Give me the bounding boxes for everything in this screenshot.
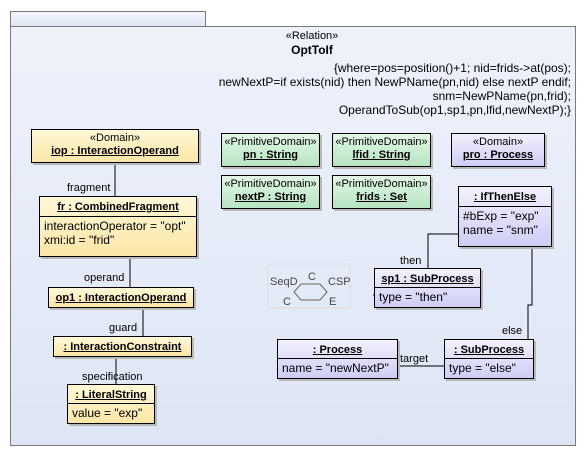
primitive-domain-lfid[interactable]: «PrimitiveDomain» lfid : String: [332, 133, 431, 167]
object-subprocess-sp1-name: sp1 : SubProcess: [381, 273, 474, 285]
where-clause-line-1: {where=pos=position()+1; nid=frids->at(p…: [333, 61, 571, 75]
else-link: [527, 247, 533, 339]
process-attr-name: name = "newNextP": [282, 361, 389, 375]
domain-pro-name: pro : Process: [462, 149, 534, 161]
primitive-domain-pn[interactable]: «PrimitiveDomain» pn : String: [221, 133, 320, 167]
domain-iop[interactable]: «Domain» iop : InteractionOperand: [31, 129, 199, 163]
where-clause-line-2: newNextP=if exists(nid) then NewPName(pn…: [218, 75, 571, 89]
primitive-domain-frids-stereotype: «PrimitiveDomain»: [335, 178, 428, 190]
primitive-domain-lfid-name: lfid : String: [352, 149, 411, 161]
transform-bottom-right-mark: E: [329, 296, 337, 308]
domain-iop-stereotype: «Domain»: [89, 132, 141, 144]
else-label: else: [502, 325, 523, 337]
relation-name: OptToIf: [291, 43, 333, 57]
transform-bottom-left-mark: C: [283, 296, 291, 308]
primitive-domain-nextp[interactable]: «PrimitiveDomain» nextP : String: [221, 175, 320, 209]
where-clause-line-4: OperandToSub(op1,sp1,pn,lfid,newNextP);}: [338, 103, 571, 117]
object-process-name: : Process: [312, 344, 363, 356]
guard-label: guard: [109, 322, 138, 334]
object-if-then-else-name: : IfThenElse: [473, 191, 537, 203]
literal-string-attributes: value = "exp": [68, 403, 154, 423]
domain-pro[interactable]: «Domain» pro : Process: [451, 133, 545, 167]
object-combined-fragment[interactable]: fr : CombinedFragment interactionOperato…: [39, 196, 197, 257]
object-interaction-operand-name: op1 : InteractionOperand: [55, 292, 187, 304]
transformation-hexagon: [293, 283, 328, 301]
subprocess-attributes: type = "else": [445, 358, 533, 378]
operand-label: operand: [84, 272, 125, 284]
if-then-else-attr-name: name = "snm": [463, 223, 538, 237]
object-subprocess[interactable]: : SubProcess type = "else": [444, 339, 534, 379]
then-label: then: [400, 255, 422, 267]
combined-fragment-attr-operator: interactionOperator = "opt": [44, 219, 186, 233]
relation-stereotype: «Relation»: [285, 30, 339, 42]
fragment-label: fragment: [67, 182, 111, 194]
process-attributes: name = "newNextP": [278, 358, 397, 378]
if-then-else-attributes: #bExp = "exp" name = "snm": [459, 206, 551, 246]
primitive-domain-lfid-stereotype: «PrimitiveDomain»: [335, 136, 428, 148]
subprocess-sp1-attr-type: type = "then": [379, 290, 448, 304]
target-label: target: [400, 353, 429, 365]
domain-iop-name: iop : InteractionOperand: [51, 145, 179, 157]
literal-string-attr-value: value = "exp": [72, 406, 143, 420]
object-if-then-else[interactable]: : IfThenElse #bExp = "exp" name = "snm": [458, 186, 552, 247]
primitive-domain-pn-name: pn : String: [243, 149, 298, 161]
combined-fragment-attributes: interactionOperator = "opt" xmi:id = "fr…: [40, 216, 196, 256]
object-interaction-operand[interactable]: op1 : InteractionOperand: [48, 287, 194, 308]
primitive-domain-nextp-stereotype: «PrimitiveDomain»: [224, 178, 317, 190]
object-process[interactable]: : Process name = "newNextP": [277, 339, 398, 379]
object-literal-string-name: : LiteralString: [75, 389, 147, 401]
transform-top-mark: C: [308, 271, 316, 283]
object-combined-fragment-name: fr : CombinedFragment: [57, 201, 179, 213]
primitive-domain-frids-name: frids : Set: [356, 191, 407, 203]
subprocess-sp1-attributes: type = "then": [375, 287, 480, 307]
primitive-domain-frids[interactable]: «PrimitiveDomain» frids : Set: [332, 175, 431, 209]
subprocess-attr-type: type = "else": [449, 361, 516, 375]
object-interaction-constraint[interactable]: : InteractionConstraint: [53, 336, 192, 357]
where-clause-line-3: snm=NewPName(pn,frid);: [432, 89, 571, 103]
object-interaction-constraint-name: : InteractionConstraint: [63, 341, 182, 353]
combined-fragment-attr-xmi-id: xmi:id = "frid": [44, 233, 115, 247]
object-literal-string[interactable]: : LiteralString value = "exp": [67, 384, 155, 424]
primitive-domain-nextp-name: nextP : String: [234, 191, 307, 203]
transform-right-label: CSP: [328, 276, 351, 288]
object-subprocess-sp1[interactable]: sp1 : SubProcess type = "then": [374, 268, 481, 308]
domain-pro-stereotype: «Domain»: [472, 136, 524, 148]
specification-label: specification: [82, 371, 143, 383]
transform-left-label: SeqD: [270, 276, 298, 288]
primitive-domain-pn-stereotype: «PrimitiveDomain»: [224, 136, 317, 148]
object-subprocess-name: : SubProcess: [453, 344, 525, 356]
if-then-else-attr-bexp: #bExp = "exp": [463, 209, 539, 223]
